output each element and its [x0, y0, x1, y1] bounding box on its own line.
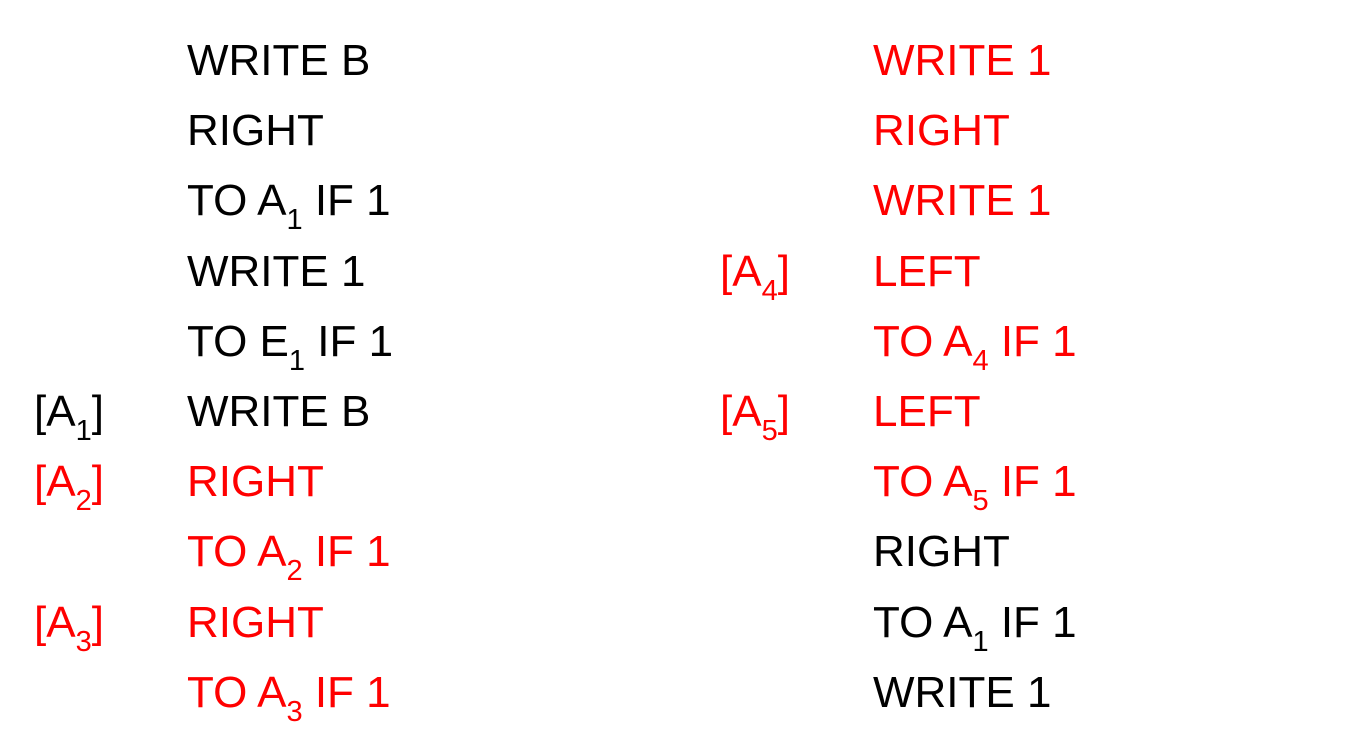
- instruction-text: WRITE 1: [187, 246, 366, 296]
- label-close-bracket: ]: [91, 457, 104, 507]
- instruction-text: TO A: [187, 667, 287, 717]
- instruction-condition: IF 1: [302, 667, 391, 717]
- instruction-subscript: 2: [286, 555, 303, 588]
- label-close-bracket: ]: [91, 386, 104, 436]
- label-text: [A: [720, 386, 762, 436]
- label-text: [A: [34, 457, 76, 507]
- instruction: WRITE 1: [873, 170, 1051, 232]
- label-close-bracket: ]: [91, 597, 104, 647]
- instruction: TO A1 IF 1: [873, 592, 1077, 659]
- instruction-text: RIGHT: [187, 457, 324, 507]
- instruction-condition: IF 1: [988, 457, 1077, 507]
- instruction: WRITE 1: [187, 241, 365, 303]
- instruction: RIGHT: [873, 100, 1010, 162]
- label-text: [A: [34, 597, 76, 647]
- instruction: WRITE B: [187, 381, 370, 443]
- label-subscript: 4: [761, 274, 778, 307]
- label-text: [A: [720, 246, 762, 296]
- instruction: WRITE 1: [873, 30, 1051, 92]
- instruction: TO A2 IF 1: [187, 521, 391, 588]
- instruction-text: TO E: [187, 316, 289, 366]
- instruction-text: RIGHT: [873, 106, 1010, 156]
- instruction: RIGHT: [873, 521, 1010, 583]
- instruction: WRITE B: [187, 30, 370, 92]
- instruction-condition: IF 1: [305, 316, 394, 366]
- instruction-text: RIGHT: [187, 597, 324, 647]
- instruction-text: RIGHT: [873, 527, 1010, 577]
- instruction: RIGHT: [187, 592, 324, 654]
- instruction: WRITE 1: [873, 662, 1051, 724]
- instruction-text: TO A: [873, 597, 973, 647]
- line-label: [A5]: [720, 381, 790, 448]
- instruction-text: TO A: [187, 527, 287, 577]
- label-subscript: 2: [75, 485, 92, 518]
- instruction-condition: IF 1: [988, 316, 1077, 366]
- instruction-text: WRITE 1: [873, 176, 1052, 226]
- instruction: LEFT: [873, 241, 981, 303]
- instruction: TO A5 IF 1: [873, 451, 1077, 518]
- label-close-bracket: ]: [777, 386, 790, 436]
- instruction-text: RIGHT: [187, 106, 324, 156]
- instruction-text: TO A: [187, 176, 287, 226]
- instruction-text: WRITE 1: [873, 36, 1052, 85]
- instruction-subscript: 3: [286, 695, 303, 728]
- instruction-condition: IF 1: [988, 597, 1077, 647]
- instruction: RIGHT: [187, 451, 324, 513]
- instruction-text: TO A: [873, 316, 973, 366]
- instruction: TO A4 IF 1: [873, 311, 1077, 378]
- instruction-text: LEFT: [873, 246, 981, 296]
- instruction-subscript: 4: [972, 344, 989, 377]
- instruction: TO A1 IF 1: [187, 170, 391, 237]
- instruction: TO E1 IF 1: [187, 311, 393, 378]
- instruction: LEFT: [873, 381, 981, 443]
- instruction-condition: IF 1: [302, 527, 391, 577]
- instruction-text: WRITE B: [187, 386, 371, 436]
- line-label: [A2]: [34, 451, 104, 518]
- instruction: RIGHT: [187, 100, 324, 162]
- instruction-subscript: 1: [288, 344, 306, 377]
- instruction-subscript: 5: [972, 485, 989, 518]
- instruction-text: WRITE B: [187, 36, 371, 85]
- instruction: TO A3 IF 1: [187, 662, 391, 729]
- instruction-condition: IF 1: [302, 176, 391, 226]
- line-label: [A3]: [34, 592, 104, 659]
- label-subscript: 5: [761, 414, 778, 447]
- instruction-subscript: 1: [972, 625, 989, 658]
- instruction-text: TO A: [873, 457, 973, 507]
- line-label: [A1]: [34, 381, 104, 448]
- label-subscript: 1: [75, 414, 92, 447]
- instruction-text: WRITE 1: [873, 667, 1052, 717]
- instruction-subscript: 1: [286, 204, 303, 237]
- label-text: [A: [34, 386, 76, 436]
- line-label: [A4]: [720, 241, 790, 308]
- instruction-text: LEFT: [873, 386, 981, 436]
- label-subscript: 3: [75, 625, 92, 658]
- label-close-bracket: ]: [777, 246, 790, 296]
